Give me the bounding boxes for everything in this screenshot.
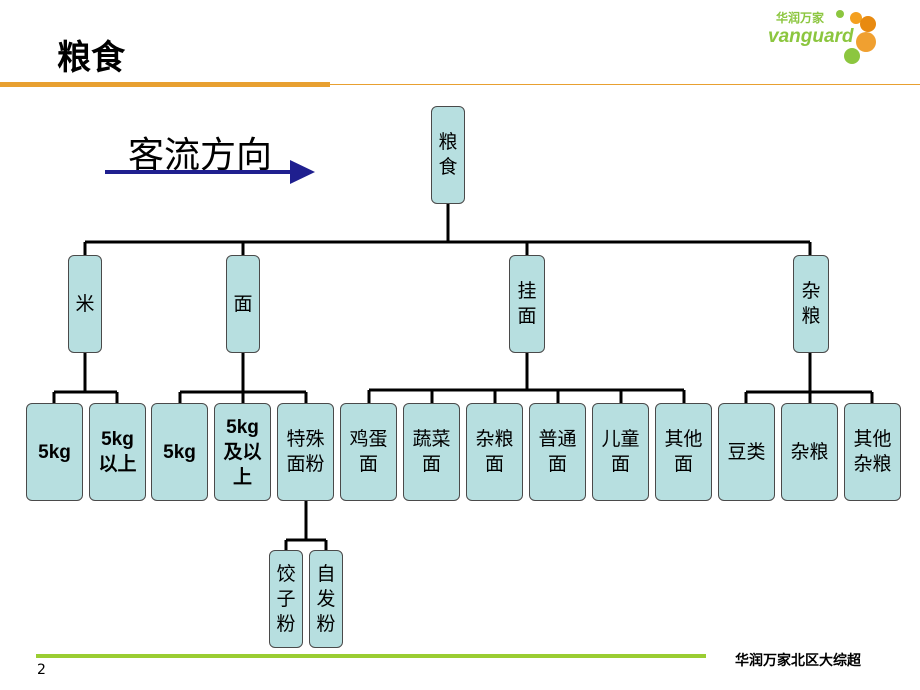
flour-5kg-plus: 5kg 及以上 xyxy=(214,403,271,501)
noodle-kids: 儿童 面 xyxy=(592,403,649,501)
footer-rule xyxy=(36,654,706,658)
grain-beans: 豆类 xyxy=(718,403,775,501)
vanguard-logo: 华润万家 vanguard xyxy=(768,10,876,64)
page-title: 粮食 xyxy=(57,38,125,78)
flow-direction-label: 客流方向 xyxy=(128,135,273,176)
flour-self-raising: 自发 粉 xyxy=(309,550,343,648)
svg-text:华润万家: 华润万家 xyxy=(776,10,825,25)
footer-text: 华润万家北区大综超 xyxy=(735,653,861,669)
noodle-regular: 普通 面 xyxy=(529,403,586,501)
flour-dumpling: 饺子 粉 xyxy=(269,550,303,648)
grain-mixed: 杂粮 xyxy=(781,403,838,501)
flour-5kg: 5kg xyxy=(151,403,208,501)
title-underline xyxy=(0,82,330,87)
title-rule xyxy=(330,84,920,85)
noodle-vegetable: 蔬菜 面 xyxy=(403,403,460,501)
rice-5kg-plus: 5kg 以上 xyxy=(89,403,146,501)
category-noodles: 挂面 xyxy=(509,255,545,353)
noodle-grain: 杂粮 面 xyxy=(466,403,523,501)
category-grains: 杂粮 xyxy=(793,255,829,353)
svg-text:vanguard: vanguard xyxy=(768,26,854,47)
grain-other: 其他 杂粮 xyxy=(844,403,901,501)
category-flour: 面 xyxy=(226,255,260,353)
page-number: 2 xyxy=(37,662,46,678)
category-rice: 米 xyxy=(68,255,102,353)
rice-5kg: 5kg xyxy=(26,403,83,501)
root-node: 粮食 xyxy=(431,106,465,204)
noodle-other: 其他 面 xyxy=(655,403,712,501)
flour-special: 特殊 面粉 xyxy=(277,403,334,501)
noodle-egg: 鸡蛋 面 xyxy=(340,403,397,501)
